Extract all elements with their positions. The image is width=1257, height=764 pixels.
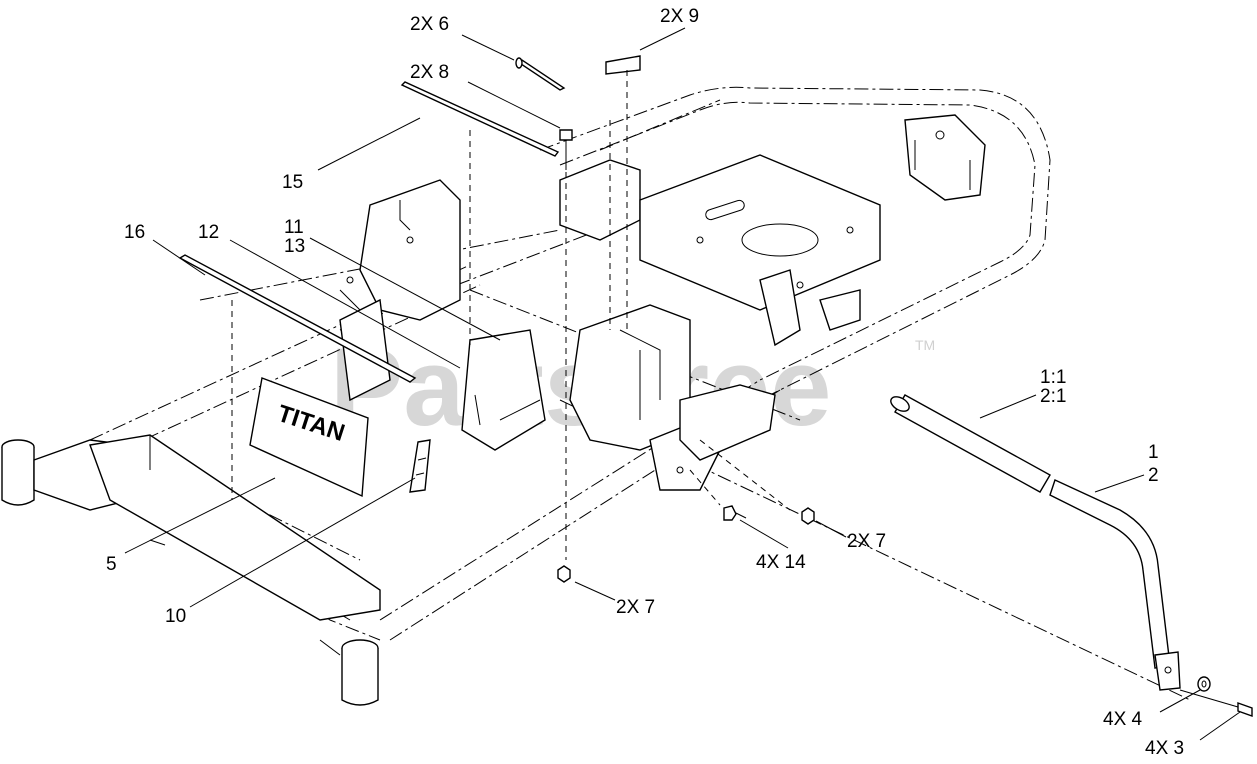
- callout-4x3: 4X 3: [1145, 738, 1184, 759]
- fastener-7-right: [801, 507, 815, 525]
- left-upright-bracket: [339, 179, 461, 402]
- rear-bracket: [904, 114, 986, 201]
- callout-1: 1: [1148, 442, 1159, 463]
- callout-2: 2: [1148, 465, 1159, 486]
- part-15-rod: [400, 81, 560, 157]
- alignment-lines: [231, 70, 791, 560]
- callout-10: 10: [165, 606, 186, 627]
- part-16-rod: [178, 254, 417, 383]
- leader-lines: [124, 27, 1241, 741]
- part-5-plate: TITAN: [249, 377, 369, 498]
- callout-2x8: 2X 8: [410, 62, 449, 83]
- part-10-decal: [409, 439, 431, 493]
- callout-13: 13: [284, 236, 305, 257]
- part-12-shield: [461, 329, 546, 451]
- front-cross-beam: [89, 434, 381, 656]
- callout-2x6: 2X 6: [410, 14, 449, 35]
- callout-2x7-right: 2X 7: [847, 531, 886, 552]
- handle-tube: [890, 394, 1181, 691]
- callout-1-1: 1:1: [1040, 367, 1066, 388]
- part-9-label: [605, 55, 641, 75]
- fastener-7-bottom: [557, 565, 571, 583]
- callout-16: 16: [124, 222, 145, 243]
- callout-15: 15: [282, 172, 303, 193]
- side-cover: [679, 384, 776, 461]
- callout-12: 12: [198, 222, 219, 243]
- part-8-bolt: [559, 129, 573, 170]
- engine-plate: [639, 154, 881, 347]
- callout-4x4: 4X 4: [1103, 709, 1143, 730]
- caster-tube-right: [341, 639, 379, 706]
- part-6-pin: [515, 57, 566, 91]
- callout-4x14: 4X 14: [756, 552, 806, 573]
- callout-5: 5: [106, 554, 117, 575]
- watermark-trademark: TM: [915, 337, 935, 353]
- callout-11: 11: [284, 217, 304, 238]
- fastener-14: [723, 505, 747, 521]
- bolt-3: [1179, 689, 1253, 717]
- callout-labels: 2X 6 2X 9 2X 8 15 16 12 11 13 1:1 2:1 1 …: [106, 6, 1184, 759]
- washer-4: [1197, 676, 1211, 692]
- callout-2-1: 2:1: [1040, 386, 1066, 407]
- callout-2x9: 2X 9: [660, 6, 699, 27]
- callout-2x7-bottom: 2X 7: [616, 597, 655, 618]
